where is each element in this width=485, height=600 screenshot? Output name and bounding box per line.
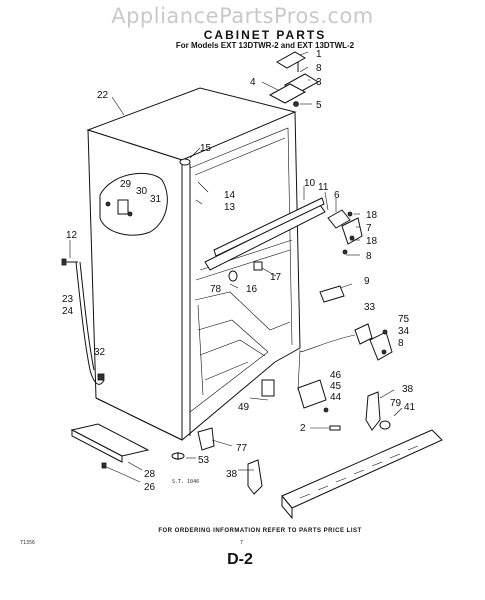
center-mark: 7 <box>240 540 244 546</box>
ordering-note: FOR ORDERING INFORMATION REFER TO PARTS … <box>158 528 362 534</box>
callout-7: 7 <box>366 223 372 234</box>
callout-41: 41 <box>404 402 416 413</box>
callout-8-second: 8 <box>366 251 372 262</box>
callout-16: 16 <box>246 284 258 295</box>
callout-46: 46 <box>330 370 342 381</box>
callout-10: 10 <box>304 178 316 189</box>
leader-lines <box>69 96 403 483</box>
callout-8-third: 8 <box>398 338 404 349</box>
drawing-code: 71356 <box>20 540 36 546</box>
callout-38-second: 38 <box>226 469 238 480</box>
top-hinge-assembly <box>261 51 319 107</box>
callout-9: 9 <box>364 276 370 287</box>
callout-32: 32 <box>94 347 106 358</box>
diagram-subtitle: For Models EXT 13DTWR-2 and EXT 13DTWL-2 <box>175 41 355 50</box>
callout-44: 44 <box>330 392 342 403</box>
callout-33: 33 <box>364 302 376 313</box>
callout-38: 38 <box>402 384 414 395</box>
page-number: D-2 <box>227 551 253 568</box>
part-code-label: S.T. 1046 <box>172 479 200 485</box>
lower-hinge-assembly <box>299 323 393 361</box>
callout-4: 4 <box>250 77 256 88</box>
callout-23: 23 <box>62 294 74 305</box>
callout-79: 79 <box>390 398 402 409</box>
callout-31: 31 <box>150 194 162 205</box>
callout-18-second: 18 <box>366 236 378 247</box>
callout-18: 18 <box>366 210 378 221</box>
center-hinge-assembly <box>324 191 363 255</box>
callout-13: 13 <box>224 202 236 213</box>
callout-53: 53 <box>198 455 210 466</box>
callout-8: 8 <box>316 63 322 74</box>
callout-29: 29 <box>120 179 132 190</box>
diagram-title: CABINET PARTS <box>203 28 327 42</box>
callout-78: 78 <box>210 284 222 295</box>
cabinet-body <box>61 87 326 441</box>
callout-28: 28 <box>144 469 156 480</box>
callout-75: 75 <box>398 314 410 325</box>
callout-6: 6 <box>334 190 340 201</box>
callout-14: 14 <box>224 190 236 201</box>
callout-77: 77 <box>236 443 248 454</box>
callout-2: 2 <box>300 423 306 434</box>
callout-45: 45 <box>330 381 342 392</box>
latch-parts <box>228 261 353 303</box>
callout-22: 22 <box>97 90 109 101</box>
callout-49: 49 <box>238 402 250 413</box>
callout-labels: 1 8 3 4 5 22 15 29 30 31 14 13 10 11 6 1… <box>62 49 416 493</box>
callout-15: 15 <box>200 143 212 154</box>
callout-5: 5 <box>316 100 322 111</box>
callout-24: 24 <box>62 306 74 317</box>
grille-and-leveling-parts <box>247 391 443 520</box>
callout-17: 17 <box>270 272 282 283</box>
base-front-parts <box>70 423 215 473</box>
callout-26: 26 <box>144 482 156 493</box>
callout-3: 3 <box>316 77 322 88</box>
callout-34: 34 <box>398 326 410 337</box>
callout-12: 12 <box>66 230 78 241</box>
callout-1: 1 <box>316 49 322 60</box>
callout-30: 30 <box>136 186 148 197</box>
callout-11: 11 <box>318 182 329 193</box>
bracket-assembly <box>261 379 329 413</box>
watermark: AppliancePartsPros.com <box>111 4 374 28</box>
